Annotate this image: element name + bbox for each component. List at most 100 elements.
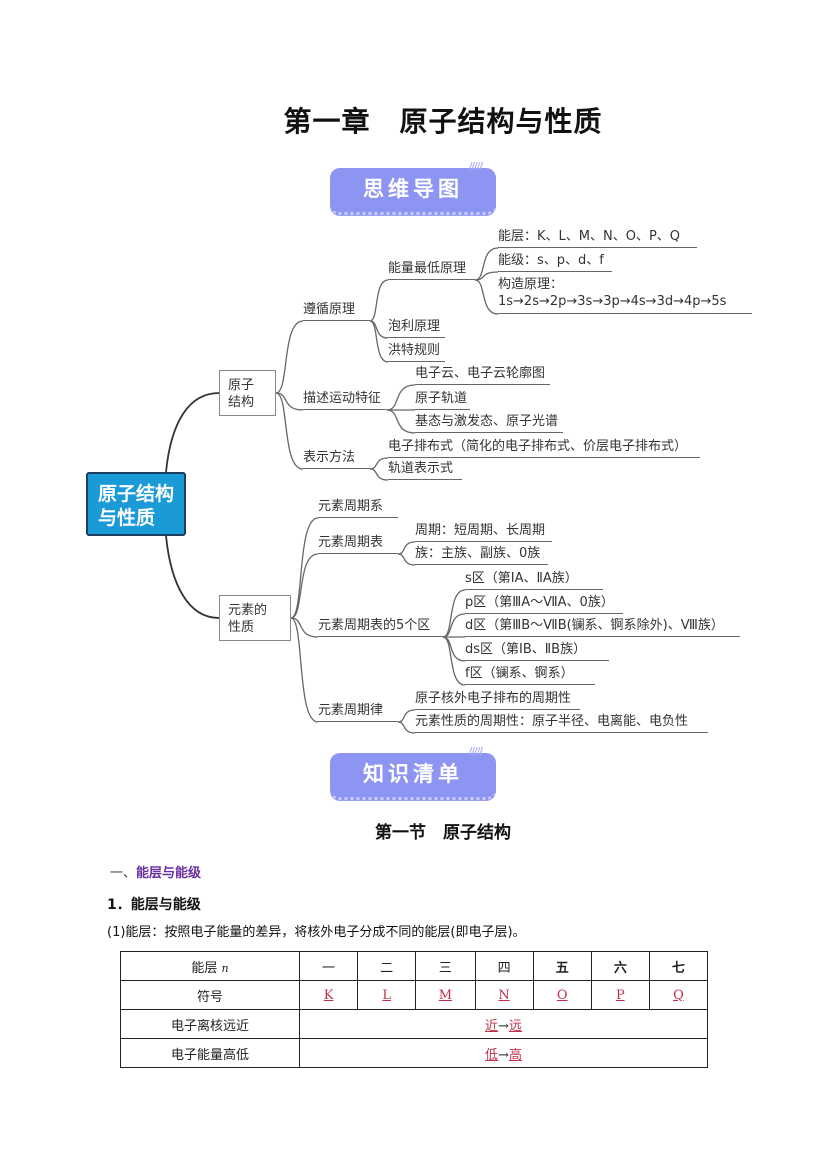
section-title: 第一节 原子结构 xyxy=(375,823,511,843)
connector-line xyxy=(442,636,466,662)
connector-line xyxy=(290,617,319,723)
connector-line xyxy=(165,535,220,619)
connector-line xyxy=(474,271,499,281)
connector-line xyxy=(290,553,319,619)
node-block-item: p区（第ⅢA～ⅦA、0族） xyxy=(465,594,623,614)
chapter-title: 第一章 原子结构与性质 xyxy=(283,105,603,138)
connector-line xyxy=(290,517,319,619)
connector-line xyxy=(397,721,416,734)
node-motion-item: 电子云、电子云轮廓图 xyxy=(415,365,550,385)
node-periodic-system: 元素周期系 xyxy=(318,498,398,518)
connector-line xyxy=(397,541,416,555)
connector-line xyxy=(397,553,416,566)
answer-text: L xyxy=(382,987,391,1003)
aufbau-sequence: 1s→2s→2p→3s→3p→4s→3d→4p→5s xyxy=(498,294,727,309)
answer-text: N xyxy=(498,987,510,1003)
cell-variable: n xyxy=(221,961,229,975)
table-row: 符号 K L M N O P Q xyxy=(120,980,709,1010)
node-block-item: f区（镧系、锕系） xyxy=(465,665,595,685)
connector-line xyxy=(369,320,389,363)
paragraph: (1)能层：按照电子能量的差异，将核外电子分成不同的能层(即电子层)。 xyxy=(107,925,526,940)
mindmap-banner: ///// 思维导图 xyxy=(330,162,496,215)
cell-label: 能层 xyxy=(191,960,218,976)
connector-line xyxy=(442,613,466,638)
heading-1-prefix: 一、 xyxy=(110,866,137,881)
connector-line xyxy=(165,392,220,473)
heading-1: 一、能层与能级 xyxy=(110,862,201,881)
node-block-item: d区（第ⅢB～ⅦB(镧系、锕系除外)、Ⅷ族） xyxy=(465,617,740,637)
node-motion-item: 基态与激发态、原子光谱 xyxy=(415,413,563,433)
node-atomic-structure: 原子结构 xyxy=(219,370,276,416)
table-cell: P xyxy=(590,980,650,1010)
arrow-icon: → xyxy=(498,1047,509,1063)
table-cell: N xyxy=(474,980,534,1010)
connector-line xyxy=(369,279,389,322)
answer-text: O xyxy=(556,987,568,1003)
connector-line xyxy=(290,617,319,638)
node-shells: 能层：K、L、M、N、O、P、Q xyxy=(498,228,697,248)
table-row: 电子能量高低 低→高 xyxy=(120,1038,708,1068)
node-hund: 洪特规则 xyxy=(388,342,445,362)
node-element-properties: 元素的性质 xyxy=(219,595,291,641)
node-blocks: 元素周期表的5个区 xyxy=(318,617,443,637)
answer-text: 远 xyxy=(508,1018,522,1034)
connector-line xyxy=(442,589,466,638)
mindmap-root-node: 原子结构与性质 xyxy=(86,472,186,536)
table-cell: 二 xyxy=(357,951,417,981)
node-aufbau: 构造原理： 1s→2s→2p→3s→3p→4s→3d→4p→5s xyxy=(498,276,752,314)
knowledge-banner-label: 知识清单 xyxy=(363,762,463,786)
arrow-icon: → xyxy=(498,1018,509,1034)
node-periodic-law: 元素周期律 xyxy=(318,702,398,722)
connector-line xyxy=(369,468,389,481)
node-pauli: 泡利原理 xyxy=(388,318,445,338)
connector-line xyxy=(474,279,499,315)
node-table-item: 族：主族、副族、0族 xyxy=(415,545,548,565)
heading-1-text: 能层与能级 xyxy=(136,866,202,881)
connector-line xyxy=(442,636,466,686)
node-levels: 能级：s、p、d、f xyxy=(498,252,612,272)
connector-line xyxy=(397,709,416,723)
node-law-item: 元素性质的周期性：原子半径、电离能、电负性 xyxy=(415,713,708,733)
table-row: 能层 n 一 二 三 四 五 六 七 xyxy=(120,951,709,981)
knowledge-banner: ///// 知识清单 xyxy=(330,747,496,800)
table-row: 电子离核远近 近→远 xyxy=(120,1009,708,1039)
connector-line xyxy=(386,409,416,434)
mindmap-banner-label: 思维导图 xyxy=(363,177,463,201)
table-header-cell: 能层 n xyxy=(120,951,300,981)
table-cell: L xyxy=(357,980,417,1010)
connector-line xyxy=(275,392,304,470)
table-header-cell: 电子离核远近 xyxy=(120,1009,300,1039)
stripes-decoration-icon: ///// xyxy=(468,746,483,757)
connector-line xyxy=(275,392,304,411)
table-cell: 五 xyxy=(532,951,592,981)
stripes-decoration-icon: ///// xyxy=(468,161,483,172)
table-cell: 四 xyxy=(474,951,534,981)
table-header-cell: 符号 xyxy=(120,980,300,1010)
answer-text: 低 xyxy=(485,1047,499,1063)
node-notation-item: 电子排布式（简化的电子排布式、价层电子排布式） xyxy=(388,438,700,458)
node-block-item: ds区（第ⅠB、ⅡB族） xyxy=(465,641,609,661)
answer-text: M xyxy=(438,987,453,1003)
heading-2: 1．能层与能级 xyxy=(107,897,201,913)
table-cell: 近→远 xyxy=(299,1009,708,1039)
table-header-cell: 电子能量高低 xyxy=(120,1038,300,1068)
node-periodic-table: 元素周期表 xyxy=(318,534,398,554)
table-cell: 三 xyxy=(415,951,476,981)
connector-line xyxy=(275,320,304,394)
node-law-item: 原子核外电子排布的周期性 xyxy=(415,690,580,710)
answer-text: Q xyxy=(673,987,684,1003)
aufbau-title: 构造原理： xyxy=(498,277,564,292)
table-cell: K xyxy=(298,980,359,1010)
answer-text: 近 xyxy=(485,1018,499,1034)
node-table-item: 周期：短周期、长周期 xyxy=(415,522,552,542)
table-cell: Q xyxy=(648,980,709,1010)
node-notation-item: 轨道表示式 xyxy=(388,460,462,480)
node-lowest-energy: 能量最低原理 xyxy=(388,260,475,280)
connector-line xyxy=(474,247,499,281)
node-follow-principles: 遵循原理 xyxy=(303,301,370,321)
table-cell: 一 xyxy=(298,951,359,981)
connector-line xyxy=(369,320,389,339)
table-cell: O xyxy=(532,980,592,1010)
connector-line xyxy=(369,457,389,470)
node-motion-item: 原子轨道 xyxy=(415,390,470,410)
